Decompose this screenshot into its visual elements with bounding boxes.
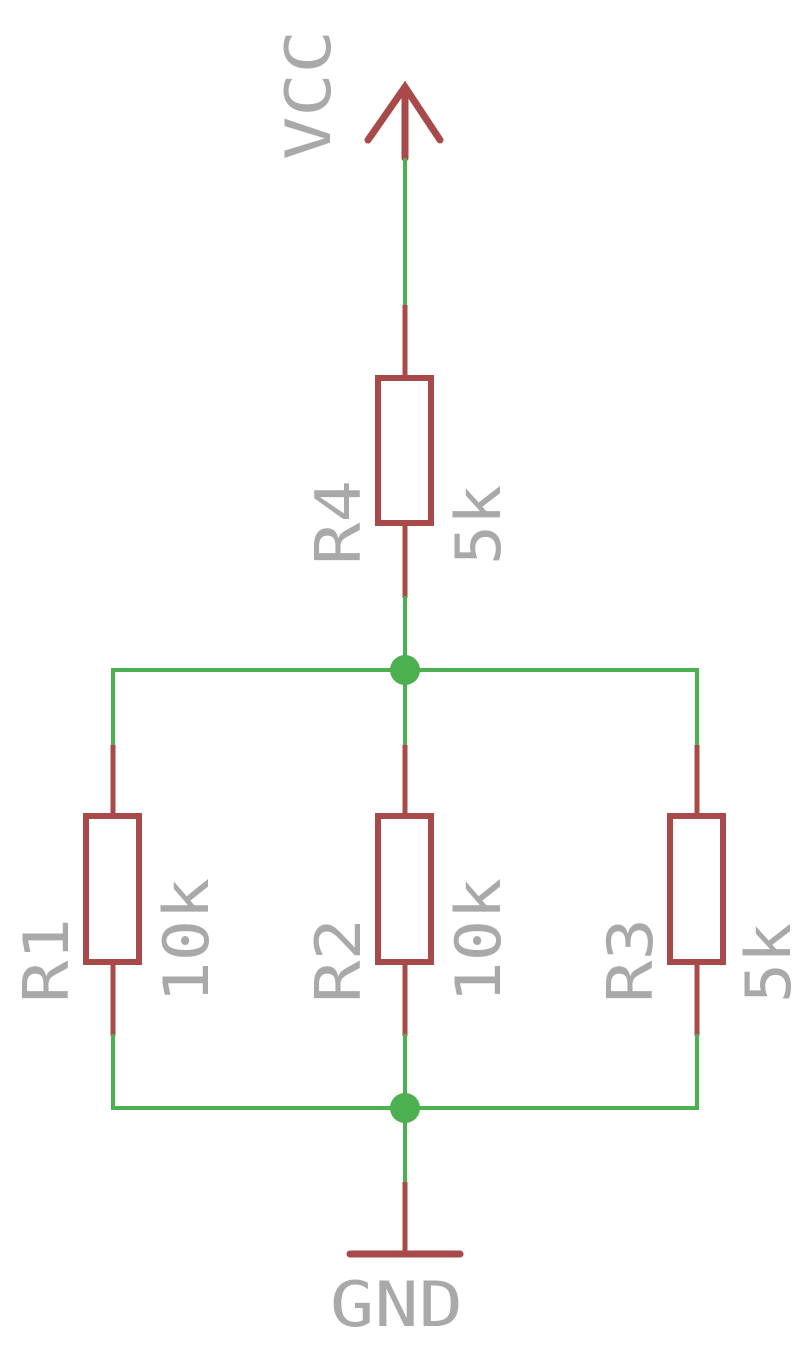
resistor-r1 [83, 745, 142, 1036]
vcc-symbol [364, 80, 444, 162]
gnd-label: GND [330, 1268, 463, 1341]
r2-designator: R2 [302, 918, 375, 1003]
vcc-label: VCC [272, 30, 345, 160]
r2-value: 10k [442, 878, 515, 1003]
junction-bottom [390, 1093, 420, 1123]
resistor-r4 [375, 305, 434, 598]
r3-designator: R3 [594, 918, 667, 1003]
r4-value: 5k [442, 485, 515, 565]
junction-top [390, 655, 420, 685]
resistor-r2 [375, 745, 434, 1036]
r3-value: 5k [732, 923, 805, 1003]
r1-designator: R1 [10, 918, 83, 1003]
r1-value: 10k [150, 878, 223, 1003]
r4-designator: R4 [302, 480, 375, 565]
resistor-r3 [667, 745, 726, 1036]
ground-symbol [346, 1182, 464, 1258]
